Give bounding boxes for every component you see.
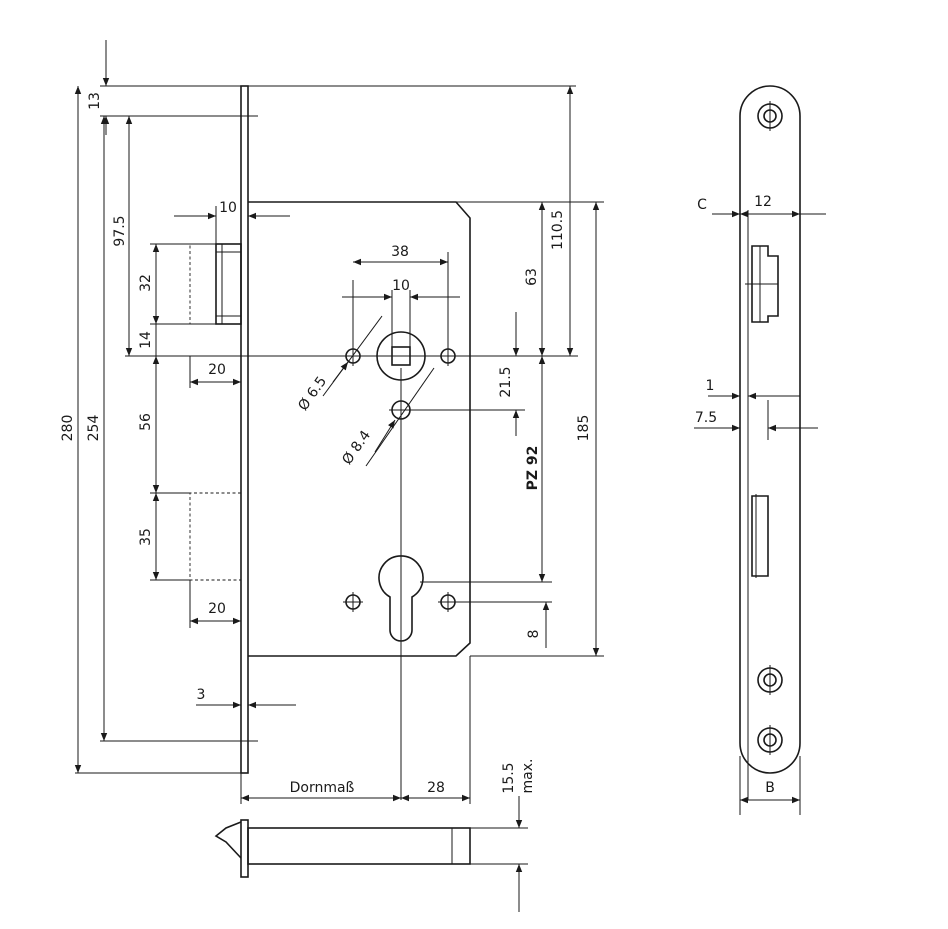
dim-max: max.: [520, 759, 536, 794]
dim-110-5: 110.5: [550, 210, 566, 250]
dim-15-5: 15.5: [501, 762, 517, 793]
dim-20-upper: 20: [208, 362, 226, 378]
dim-10-front: 10: [219, 200, 237, 216]
bottom-faceplate: [240, 819, 249, 878]
side-screw-top: [757, 101, 783, 131]
dim-254: 254: [86, 415, 102, 442]
side-faceplate: [739, 85, 801, 774]
dim-3: 3: [197, 687, 206, 703]
lock-case: [248, 201, 471, 657]
side-screw-bottom: [757, 725, 783, 755]
dim-38: 38: [391, 244, 409, 260]
dim-7-5: 7.5: [695, 410, 717, 426]
bottom-case: [247, 827, 471, 865]
dim-12: 12: [754, 194, 772, 210]
dim-63: 63: [524, 268, 540, 286]
dim-10-spindle: 10: [392, 278, 410, 294]
dim-14: 14: [138, 331, 154, 349]
latch-outline-dashed: [189, 243, 216, 325]
dim-dornmass: Dornmaß: [290, 780, 355, 796]
dim-56: 56: [138, 413, 154, 431]
bottom-latch: [214, 821, 242, 859]
cylinder-cutout: [378, 555, 424, 642]
deadbolt-outline-dashed: [189, 492, 241, 581]
dim-b: B: [765, 780, 775, 796]
faceplate: [240, 85, 249, 774]
latch-bolt: [215, 243, 242, 325]
dim-280: 280: [60, 415, 76, 442]
dim-185: 185: [576, 415, 592, 442]
cylinder-hole-left: [343, 592, 363, 612]
dim-pz92: PZ 92: [525, 446, 541, 491]
dim-c: C: [697, 197, 707, 213]
dim-dia8-4-leader: [365, 367, 435, 467]
dim-8: 8: [526, 630, 542, 639]
side-latch: [751, 245, 779, 323]
front-view: 13 280 254 97.5 32 14 56 35 10 20 20 3 3…: [60, 40, 604, 804]
dim-13: 13: [87, 92, 103, 110]
dim-dia6-5-leader: [322, 315, 383, 397]
side-view: C 12 1 7.5 B: [694, 85, 826, 815]
dim-35: 35: [138, 528, 154, 546]
side-deadbolt: [751, 495, 769, 577]
dim-32: 32: [138, 274, 154, 292]
dim-20-lower: 20: [208, 601, 226, 617]
dim-28: 28: [427, 780, 445, 796]
dim-97-5: 97.5: [112, 215, 128, 246]
dim-1: 1: [706, 378, 715, 394]
dim-21-5: 21.5: [498, 366, 514, 397]
side-screw-mid: [757, 665, 783, 695]
bottom-view: 15.5 max.: [214, 759, 536, 912]
